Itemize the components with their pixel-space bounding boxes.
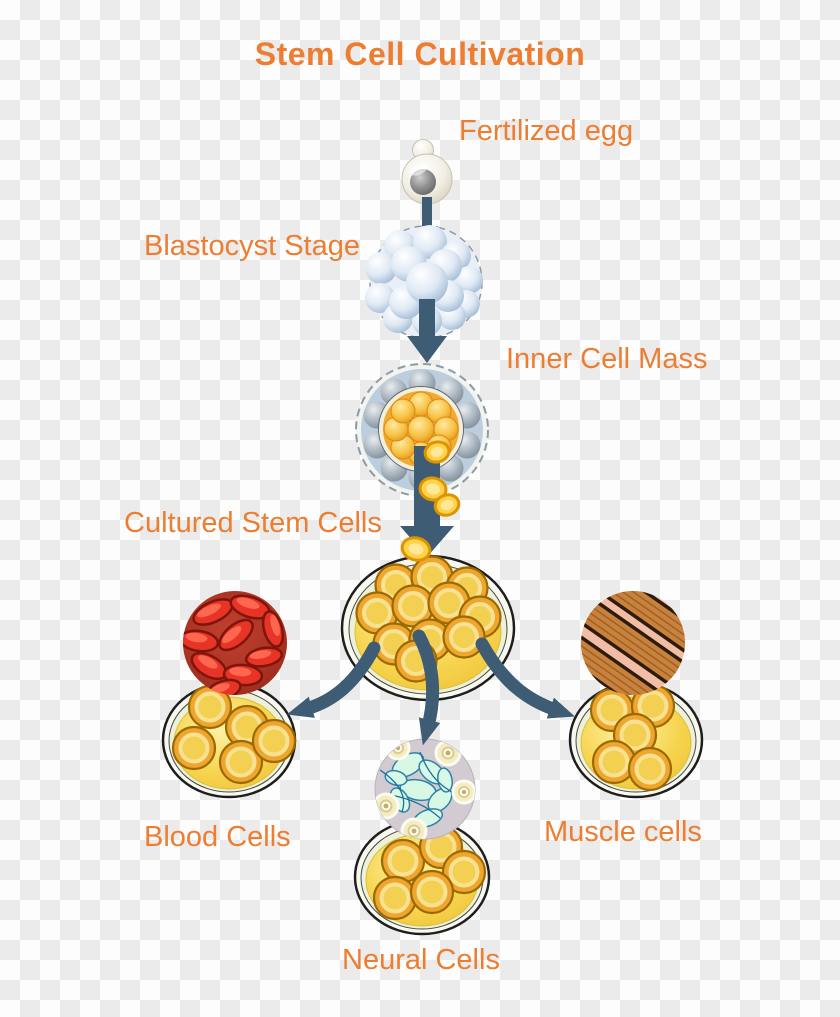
label-fertilized-egg: Fertilized egg (459, 115, 634, 147)
arrow-to-neural-cells-icon (412, 629, 441, 746)
falling-stem-cells (400, 440, 461, 562)
page-title: Stem Cell Cultivation (254, 36, 586, 72)
label-cultured-stem-cells: Cultured Stem Cells (124, 507, 382, 539)
petri-dish-muscle (568, 681, 704, 799)
label-neural-cells: Neural Cells (342, 944, 500, 976)
egg-nucleus (410, 169, 436, 195)
arrow-to-muscle-cells-icon (475, 637, 575, 719)
inner-cell-mass-illustration (355, 363, 489, 497)
label-blood-cells: Blood Cells (144, 821, 291, 853)
arrow-blastocyst-to-icm-icon (407, 299, 447, 363)
blood-dish-cells (171, 684, 297, 785)
arrow-icm-to-dish-icon (400, 446, 454, 557)
arrow-to-blood-cells-icon (286, 641, 381, 718)
label-blastocyst-stage: Blastocyst Stage (144, 230, 360, 262)
petri-dish-neural (353, 818, 491, 936)
label-inner-cell-mass: Inner Cell Mass (506, 343, 708, 375)
neural-dish-cells (372, 824, 487, 921)
label-muscle-cells: Muscle cells (544, 816, 702, 848)
muscle-cells-microscopy-circle (581, 591, 685, 695)
petri-dish-blood (161, 681, 297, 799)
blood-cells-microscopy-circle (183, 591, 287, 695)
fertilized-egg-illustration (401, 139, 453, 205)
muscle-dish-cells (589, 683, 676, 792)
